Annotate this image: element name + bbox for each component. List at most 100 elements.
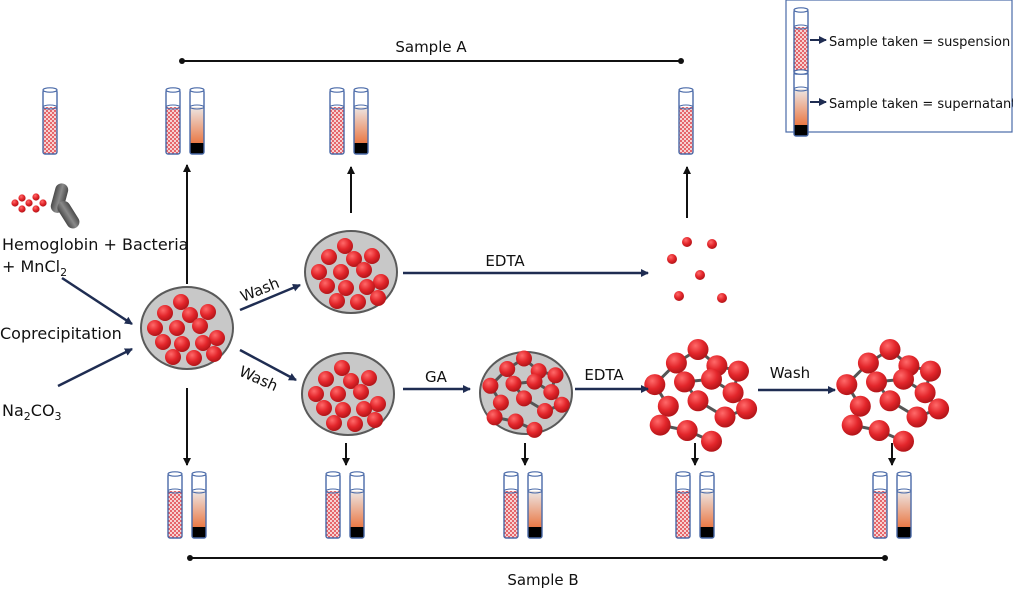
free-hemoglobin-particle — [695, 270, 705, 280]
sample-tubes — [42, 87, 912, 539]
washed-upper-supernatant-tube — [353, 87, 369, 155]
hemoglobin-particle — [335, 402, 351, 418]
legend-suspension-tube — [793, 7, 809, 75]
edta-dissolved-suspension-tube — [678, 87, 694, 155]
hemoglobin-particle — [714, 406, 736, 428]
hemoglobin-particle — [722, 382, 744, 404]
hemoglobin-particle — [866, 371, 887, 393]
hemoglobin-particle — [308, 386, 324, 402]
washed-final-suspension-tube — [872, 471, 888, 539]
coprecipitate-particle — [140, 286, 234, 370]
coprecipitate-sample-b-supernatant-tube — [191, 471, 207, 539]
hemoglobin-particle — [330, 386, 346, 402]
hemoglobin-particle — [147, 320, 163, 336]
hemoglobin-particle — [868, 420, 890, 441]
hemoglobin-dot — [18, 205, 26, 213]
reactants-icon — [11, 183, 80, 229]
washed-lower-suspension-tube — [325, 471, 341, 539]
hemoglobin-particle — [499, 361, 516, 377]
hemoglobin-particle — [346, 251, 362, 267]
hemoglobin-particle — [687, 339, 709, 360]
legend-supernatant-tube — [793, 69, 809, 137]
hemoglobin-particle — [370, 290, 386, 306]
hemoglobin-particle — [319, 278, 335, 294]
coprecipitation-label: Coprecipitation — [0, 324, 122, 343]
edta-upper-label: EDTA — [485, 252, 525, 270]
hemoglobin-particle — [728, 360, 749, 382]
hemoglobin-particle — [359, 279, 375, 295]
hemoglobin-particle — [543, 384, 560, 401]
hemoglobin-particle — [701, 368, 722, 390]
hemoglobin-particle — [334, 360, 350, 376]
hemoglobin-particle — [665, 352, 687, 374]
bacteria-icon — [50, 183, 80, 229]
hemoglobin-particle — [200, 304, 216, 320]
hemoglobin-particle — [326, 415, 342, 431]
hemoglobin-particle — [906, 406, 928, 428]
hemoglobin-particle — [373, 274, 389, 290]
hemoglobin-particle — [367, 412, 383, 428]
hemoglobin-particle — [537, 403, 553, 419]
edta-crosslinked-network — [644, 339, 758, 452]
hemoglobin-particle — [701, 430, 722, 452]
edta-lower-label: EDTA — [584, 366, 624, 384]
legend-suspension-label: Sample taken = suspension — [829, 35, 1010, 50]
washed-upper-suspension-tube — [329, 87, 345, 155]
hemoglobin-particle — [674, 371, 695, 393]
reactants-label-line1: Hemoglobin + Bacteria — [2, 235, 188, 254]
wash-final-label: Wash — [770, 364, 810, 382]
hemoglobin-dot — [32, 193, 40, 201]
hemoglobin-particle — [186, 350, 202, 366]
ga-crosslinked-suspension-tube — [503, 471, 519, 539]
hemoglobin-particle — [836, 374, 858, 396]
initial-suspension-tube — [42, 87, 58, 155]
hemoglobin-particle — [338, 280, 354, 296]
legend-suspension-tube-icon — [793, 7, 809, 75]
hemoglobin-icon — [11, 193, 47, 213]
hemoglobin-particle — [920, 360, 941, 382]
coprecipitate-sample-a-supernatant-tube — [189, 87, 205, 155]
free-hemoglobin-particle — [707, 239, 717, 249]
hemoglobin-particle — [914, 382, 936, 404]
hemoglobin-particle — [192, 318, 208, 334]
edta-crosslinked-supernatant-tube — [699, 471, 715, 539]
hemoglobin-particle — [343, 373, 359, 389]
hemoglobin-particle — [928, 398, 950, 420]
hemoglobin-particle — [649, 414, 671, 436]
hemoglobin-particle — [486, 409, 503, 426]
ga-crosslinked-particle — [479, 350, 573, 438]
reactant-arrow — [61, 276, 133, 326]
na2co3-label: Na2CO3 — [2, 401, 62, 423]
washed-particle-lower — [301, 352, 395, 436]
hemoglobin-particle — [337, 238, 353, 254]
free-hemoglobin-particles — [667, 237, 727, 303]
hemoglobin-particle — [353, 384, 369, 400]
hemoglobin-particle — [849, 395, 871, 417]
ga-label: GA — [425, 368, 448, 386]
reactant-arrow — [57, 347, 133, 388]
hemoglobin-particle — [316, 400, 332, 416]
hemoglobin-particle — [182, 307, 198, 323]
hemoglobin-particle — [736, 398, 758, 420]
hemoglobin-particle — [687, 390, 709, 412]
hemoglobin-particle — [879, 390, 901, 412]
coprecipitate-sample-a-suspension-tube — [165, 87, 181, 155]
hemoglobin-particle — [516, 390, 532, 407]
hemoglobin-particle — [206, 346, 222, 362]
hemoglobin-dot — [32, 205, 40, 213]
hemoglobin-dot — [11, 199, 19, 207]
wash-arrow-lower — [239, 348, 297, 382]
hemoglobin-particle — [329, 293, 345, 309]
hemoglobin-particle — [173, 294, 189, 310]
hemoglobin-particle — [492, 394, 509, 411]
sample-a-label: Sample A — [395, 38, 467, 56]
hemoglobin-particle — [361, 370, 377, 386]
hemoglobin-particle — [526, 421, 543, 438]
hemoglobin-particle — [657, 395, 679, 417]
sample-b-label: Sample B — [507, 571, 578, 589]
washed-final-supernatant-tube — [896, 471, 912, 539]
sample-a-bracket: Sample A — [179, 38, 684, 64]
hemoglobin-particle — [311, 264, 327, 280]
hemoglobin-particle — [155, 334, 171, 350]
hemoglobin-particle — [879, 339, 901, 360]
